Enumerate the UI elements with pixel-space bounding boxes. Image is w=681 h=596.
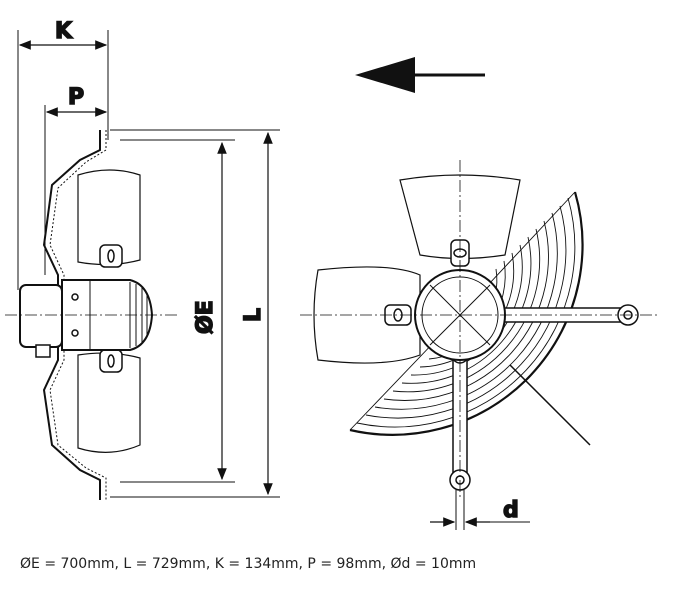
blade-upper (77, 169, 141, 266)
label-p: P (68, 85, 84, 110)
front-view: d (300, 160, 660, 530)
blade-left (313, 266, 421, 364)
airflow-arrow-icon (355, 57, 485, 93)
label-d: d (503, 498, 519, 523)
label-k: K (55, 19, 73, 44)
label-e: ØE (193, 300, 218, 334)
label-l: L (241, 308, 266, 322)
side-view: K P ØE L (5, 18, 280, 500)
dimensions-caption: ØE = 700mm, L = 729mm, K = 134mm, P = 98… (20, 556, 477, 572)
blade-top (399, 174, 521, 260)
motor-housing (19, 284, 63, 348)
